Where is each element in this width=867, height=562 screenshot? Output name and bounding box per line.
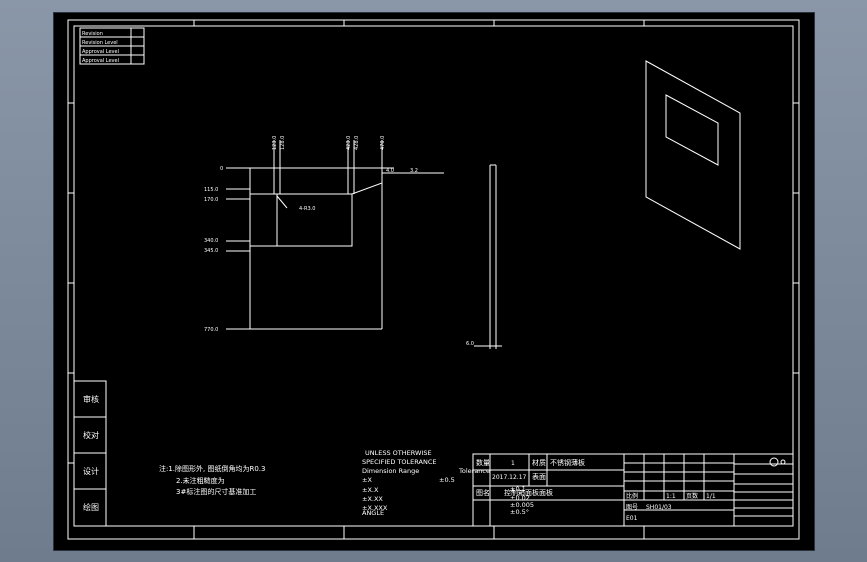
- tol-row-3-value: ±0.02: [510, 494, 530, 502]
- rev-row-2: Revision Level: [82, 40, 118, 46]
- tb-sheet-value: E01: [626, 515, 638, 522]
- tol-row-4: ±X.XXX: [362, 504, 388, 512]
- cad-drawing: Revision Revision Level Approval Level A…: [67, 19, 800, 540]
- tol-row-3: ±X.XX: [362, 495, 383, 503]
- tol-row-4-value: ±0.005: [510, 501, 534, 509]
- tb-part-name: 控制箱面板面板: [504, 488, 553, 497]
- tol-tol-label: Tolerance: [458, 467, 490, 475]
- dim-y3: 340.0: [204, 238, 218, 244]
- tb-scale-label: 比例: [626, 492, 638, 500]
- tb-count-label: 数量: [476, 458, 490, 467]
- tol-row-5: ANGLE: [362, 509, 384, 517]
- isometric-view: [645, 60, 741, 250]
- tol-header-2: SPECIFIED TOLERANCE: [362, 458, 436, 466]
- tb-page-value: 1/1: [706, 493, 716, 500]
- tol-row-2: ±X.X: [362, 486, 379, 494]
- thickness-dim: 4.0: [386, 168, 394, 174]
- dim-x3: 423.0: [346, 136, 352, 150]
- note-1: 注:1.除图形外, 图纸倒角均为R0.3: [159, 464, 265, 473]
- label-design: 设计: [83, 466, 99, 476]
- tol-row-5-value: ±0.5°: [510, 508, 529, 516]
- dim-x5: 470.0: [380, 136, 386, 150]
- tb-material-value: 不锈钢薄板: [550, 458, 585, 467]
- tb-sheet-label: 图号: [626, 504, 638, 511]
- tb-name-label: 图名: [476, 488, 490, 497]
- notes: 注:1.除图形外, 图纸倒角均为R0.3 2.未注粗糙度为 3#标注图的尺寸基准…: [159, 464, 265, 496]
- dim-0: 0: [220, 166, 223, 172]
- rev-row-4: Approval Level: [82, 58, 119, 64]
- tol-row-1: ±X: [362, 476, 372, 484]
- drawing-viewport[interactable]: Revision Revision Level Approval Level A…: [53, 12, 815, 551]
- tol-row-2-value: ±0.1: [510, 485, 526, 493]
- front-view: [226, 140, 444, 330]
- tolerance-block: UNLESS OTHERWISE SPECIFIED TOLERANCE Dim…: [362, 449, 534, 517]
- dim-x1: 123.0: [272, 136, 278, 150]
- dim-x4: 428.0: [354, 136, 360, 150]
- dim-y1: 115.0: [204, 187, 218, 193]
- note-3: 3#标注图的尺寸基准加工: [176, 487, 256, 496]
- tol-range-label: Dimension Range: [362, 467, 419, 475]
- side-view: [474, 164, 502, 349]
- tb-page-label: 页数: [686, 492, 698, 500]
- dim-y5: 770.0: [204, 327, 218, 333]
- side-dim: 6.0: [466, 341, 474, 347]
- dim-x2: 128.0: [280, 136, 286, 150]
- title-block-grid: [472, 453, 794, 527]
- finish-value: 3.2: [410, 168, 418, 174]
- hole-note: 4-R3.0: [299, 206, 315, 212]
- tb-process-label: 表面: [532, 472, 546, 481]
- tb-drawing-no: SH01/03: [646, 504, 672, 511]
- tb-scale-value: 1:1: [666, 493, 676, 500]
- tb-material-label: 材质: [532, 458, 546, 467]
- rev-row-1: Revision: [82, 31, 103, 37]
- tol-header-1: UNLESS OTHERWISE: [365, 449, 432, 457]
- tol-row-1-value: ±0.5: [439, 476, 455, 484]
- label-review: 审核: [83, 394, 99, 404]
- tb-count-value: 1: [511, 460, 515, 467]
- outer-border: [67, 19, 800, 540]
- inner-border: [73, 25, 794, 527]
- label-check: 校对: [83, 430, 99, 440]
- label-draw: 绘图: [83, 502, 99, 512]
- title-block-text: 数量 1 材质 不锈钢薄板 2017.12.17 表面 图名 控制箱面板面板 比…: [476, 458, 716, 522]
- dim-y2: 170.0: [204, 197, 218, 203]
- border-ticks: [68, 20, 799, 539]
- rev-row-3: Approval Level: [82, 49, 119, 55]
- note-2: 2.未注粗糙度为: [176, 476, 225, 485]
- side-label-box: 审核 校对 设计 绘图: [73, 380, 107, 527]
- dim-y4: 345.0: [204, 248, 218, 254]
- tb-date: 2017.12.17: [492, 474, 527, 481]
- revision-table: Revision Revision Level Approval Level A…: [79, 27, 145, 65]
